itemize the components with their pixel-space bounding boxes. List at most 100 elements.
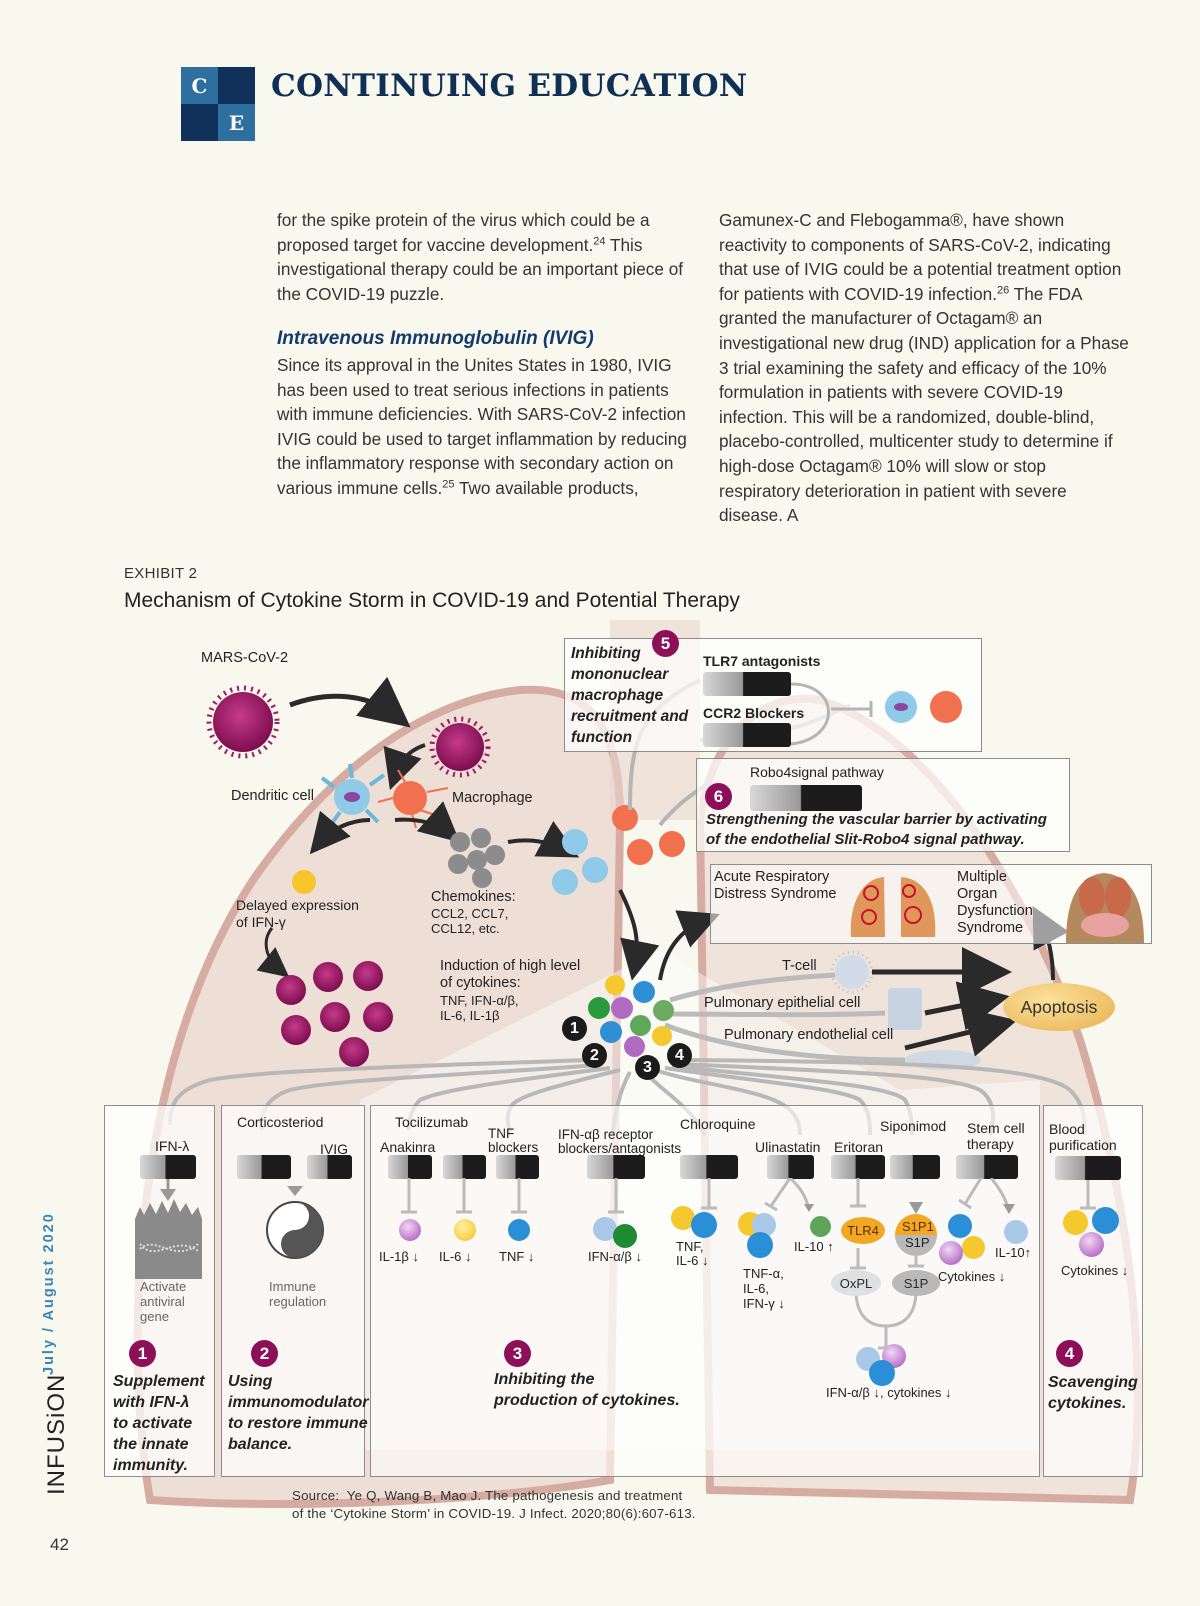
outcome-il1b: IL-1β ↓ bbox=[379, 1249, 419, 1264]
drug-ivig-label: IVIG bbox=[320, 1141, 349, 1157]
effect-activate-antiviral-gene: Activate antiviral gene bbox=[140, 1279, 187, 1324]
chemokines-list: CCL2, CCL7, CCL12, etc. bbox=[431, 906, 509, 936]
induction-list: TNF, IFN-α/β, IL-6, IL-1β bbox=[440, 993, 519, 1023]
drug-ifn-receptor-label: IFN-αβ receptor blockers/antagonists bbox=[558, 1127, 682, 1156]
immune-cells-cluster-icon bbox=[552, 829, 608, 895]
syndromes-box: Acute Respiratory Distress Syndrome Mult… bbox=[710, 864, 1152, 944]
drug-robo4-label: Robo4signal pathway bbox=[750, 764, 884, 780]
drug-bar bbox=[237, 1155, 291, 1179]
drug-eritoran-label: Eritoran bbox=[834, 1139, 884, 1155]
t-cell-label: T-cell bbox=[782, 958, 817, 974]
drug-bar bbox=[703, 723, 791, 747]
drug-bar bbox=[767, 1155, 814, 1179]
drug-bar bbox=[1055, 1156, 1121, 1180]
pulmonary-endothelial-label: Pulmonary endothelial cell bbox=[724, 1027, 894, 1043]
drug-tlr7-label: TLR7 antagonists bbox=[703, 653, 821, 669]
badge-5: 5 bbox=[652, 630, 679, 657]
drug-ccr2-label: CCR2 Blockers bbox=[703, 705, 805, 721]
lungs-ards-icon bbox=[850, 877, 936, 937]
macrophage-cluster-icon bbox=[612, 805, 685, 865]
magazine-logo: INFUSiON bbox=[43, 1373, 70, 1495]
s1p1-label: S1P1 bbox=[902, 1219, 934, 1234]
drug-tnf-blockers-label: TNF blockers bbox=[488, 1126, 539, 1155]
delayed-expression-label: Delayed expression of IFN-γ bbox=[236, 897, 359, 930]
outcome-il6: IL-6 ↓ bbox=[439, 1249, 472, 1264]
il10-ball bbox=[810, 1216, 831, 1237]
article-right-column: Gamunex-C and Flebogamma®, have shown re… bbox=[719, 208, 1131, 528]
mods-label: Multiple Organ Dysfunction Syndrome bbox=[957, 869, 1033, 936]
il1b-ball bbox=[1079, 1232, 1104, 1257]
panel-2-description: Using immunomodulator to restore immune … bbox=[228, 1373, 369, 1453]
drug-bar bbox=[443, 1155, 486, 1179]
logo-block bbox=[181, 104, 218, 141]
il6-ball bbox=[1063, 1210, 1088, 1235]
reference: 26 bbox=[997, 284, 1010, 297]
exhibit-title: Mechanism of Cytokine Storm in COVID-19 … bbox=[124, 589, 740, 612]
drug-bar bbox=[587, 1155, 645, 1179]
drug-bar bbox=[680, 1155, 738, 1179]
panel-3-description: Inhibiting the production of cytokines. bbox=[494, 1371, 680, 1409]
drug-bar bbox=[496, 1155, 539, 1179]
tnf-ball bbox=[508, 1219, 530, 1241]
drug-bar bbox=[388, 1155, 432, 1179]
logo-letter-e: E bbox=[218, 104, 255, 141]
therapy-panel-2: Corticosteriod IVIG Immune regulation Us… bbox=[221, 1105, 369, 1477]
yin-yang-icon bbox=[266, 1186, 324, 1259]
tnf-ball bbox=[869, 1360, 895, 1386]
drug-bar bbox=[703, 672, 791, 696]
s1p-top-label: S1P bbox=[905, 1235, 930, 1250]
outcome-ifn-ab: IFN-α/β ↓ bbox=[588, 1249, 642, 1264]
badge-4: 4 bbox=[1056, 1340, 1083, 1367]
il6-ball bbox=[454, 1219, 476, 1241]
outcome-tnf-il6: TNF, IL-6 ↓ bbox=[676, 1239, 709, 1268]
drug-blood-purification-label: Blood purification bbox=[1049, 1121, 1117, 1153]
drug-ifn-lambda-label: IFN-λ bbox=[155, 1138, 190, 1154]
tnf-ball bbox=[948, 1214, 972, 1238]
drug-bar bbox=[831, 1155, 885, 1179]
outcome-final: IFN-α/β ↓, cytokines ↓ bbox=[826, 1385, 952, 1400]
cluster-badge-3: 3 bbox=[635, 1055, 660, 1080]
paragraph: for the spike protein of the virus which… bbox=[277, 210, 684, 304]
badge-1: 1 bbox=[129, 1340, 156, 1367]
il1b-ball bbox=[399, 1219, 421, 1241]
dna-gene-icon bbox=[135, 1179, 202, 1279]
therapy-panel-4: Blood purification Cytokines ↓ Scavengin… bbox=[1043, 1105, 1143, 1477]
tlr4-node: TLR4 bbox=[841, 1217, 885, 1244]
virus-icon bbox=[206, 685, 280, 759]
cluster-badge-4: 4 bbox=[667, 1043, 692, 1068]
subheading: Intravenous Immunoglobulin (IVIG) bbox=[277, 328, 594, 350]
drug-bar bbox=[140, 1155, 196, 1179]
tnf-ball bbox=[1092, 1207, 1119, 1234]
drug-anakinra-label: Anakinra bbox=[380, 1139, 436, 1155]
paragraph: Gamunex-C and Flebogamma®, have shown re… bbox=[719, 210, 1129, 526]
dendritic-cell-label: Dendritic cell bbox=[231, 788, 314, 804]
tnf-ball bbox=[747, 1232, 773, 1258]
logo-block bbox=[218, 67, 255, 104]
drug-corticosteroid-label: Corticosteriod bbox=[237, 1114, 324, 1130]
drug-bar bbox=[890, 1155, 940, 1179]
drug-chloroquine-label: Chloroquine bbox=[680, 1116, 756, 1132]
drug-bar bbox=[750, 785, 862, 811]
drug-bar bbox=[307, 1155, 352, 1179]
inhibition-lines bbox=[401, 1178, 1015, 1350]
section-title: CONTINUING EDUCATION bbox=[271, 68, 748, 104]
cluster-badge-2: 2 bbox=[582, 1043, 607, 1068]
il6-ball bbox=[962, 1236, 985, 1259]
outcome-tnf: TNF ↓ bbox=[499, 1249, 535, 1264]
exhibit-source: Source: Ye Q, Wang B, Mao J. The pathoge… bbox=[292, 1488, 696, 1521]
outcome-il10-up-2: IL-10↑ bbox=[995, 1245, 1032, 1260]
drug-tocilizumab-label: Tocilizumab bbox=[395, 1114, 469, 1130]
reference: 25 bbox=[442, 478, 455, 491]
exhibit-label: EXHIBIT 2 bbox=[124, 565, 198, 582]
outcome-il10-up: IL-10 ↑ bbox=[794, 1239, 834, 1254]
drug-stem-cell-label: Stem cell therapy bbox=[967, 1120, 1025, 1152]
chemokines-icon bbox=[448, 828, 505, 888]
effect-cytokines-down: Cytokines ↓ bbox=[1061, 1263, 1129, 1278]
therapy-6-description: Strengthening the vascular barrier by ac… bbox=[706, 811, 1047, 848]
drug-siponimod-label: Siponimod bbox=[880, 1118, 947, 1134]
drug-bar bbox=[956, 1155, 1018, 1179]
drug-ulinastatin-label: Ulinastatin bbox=[755, 1139, 821, 1155]
pulmonary-epithelial-label: Pulmonary epithelial cell bbox=[704, 995, 861, 1011]
macrophage-label: Macrophage bbox=[452, 790, 533, 806]
cluster-badge-1: 1 bbox=[562, 1016, 587, 1041]
